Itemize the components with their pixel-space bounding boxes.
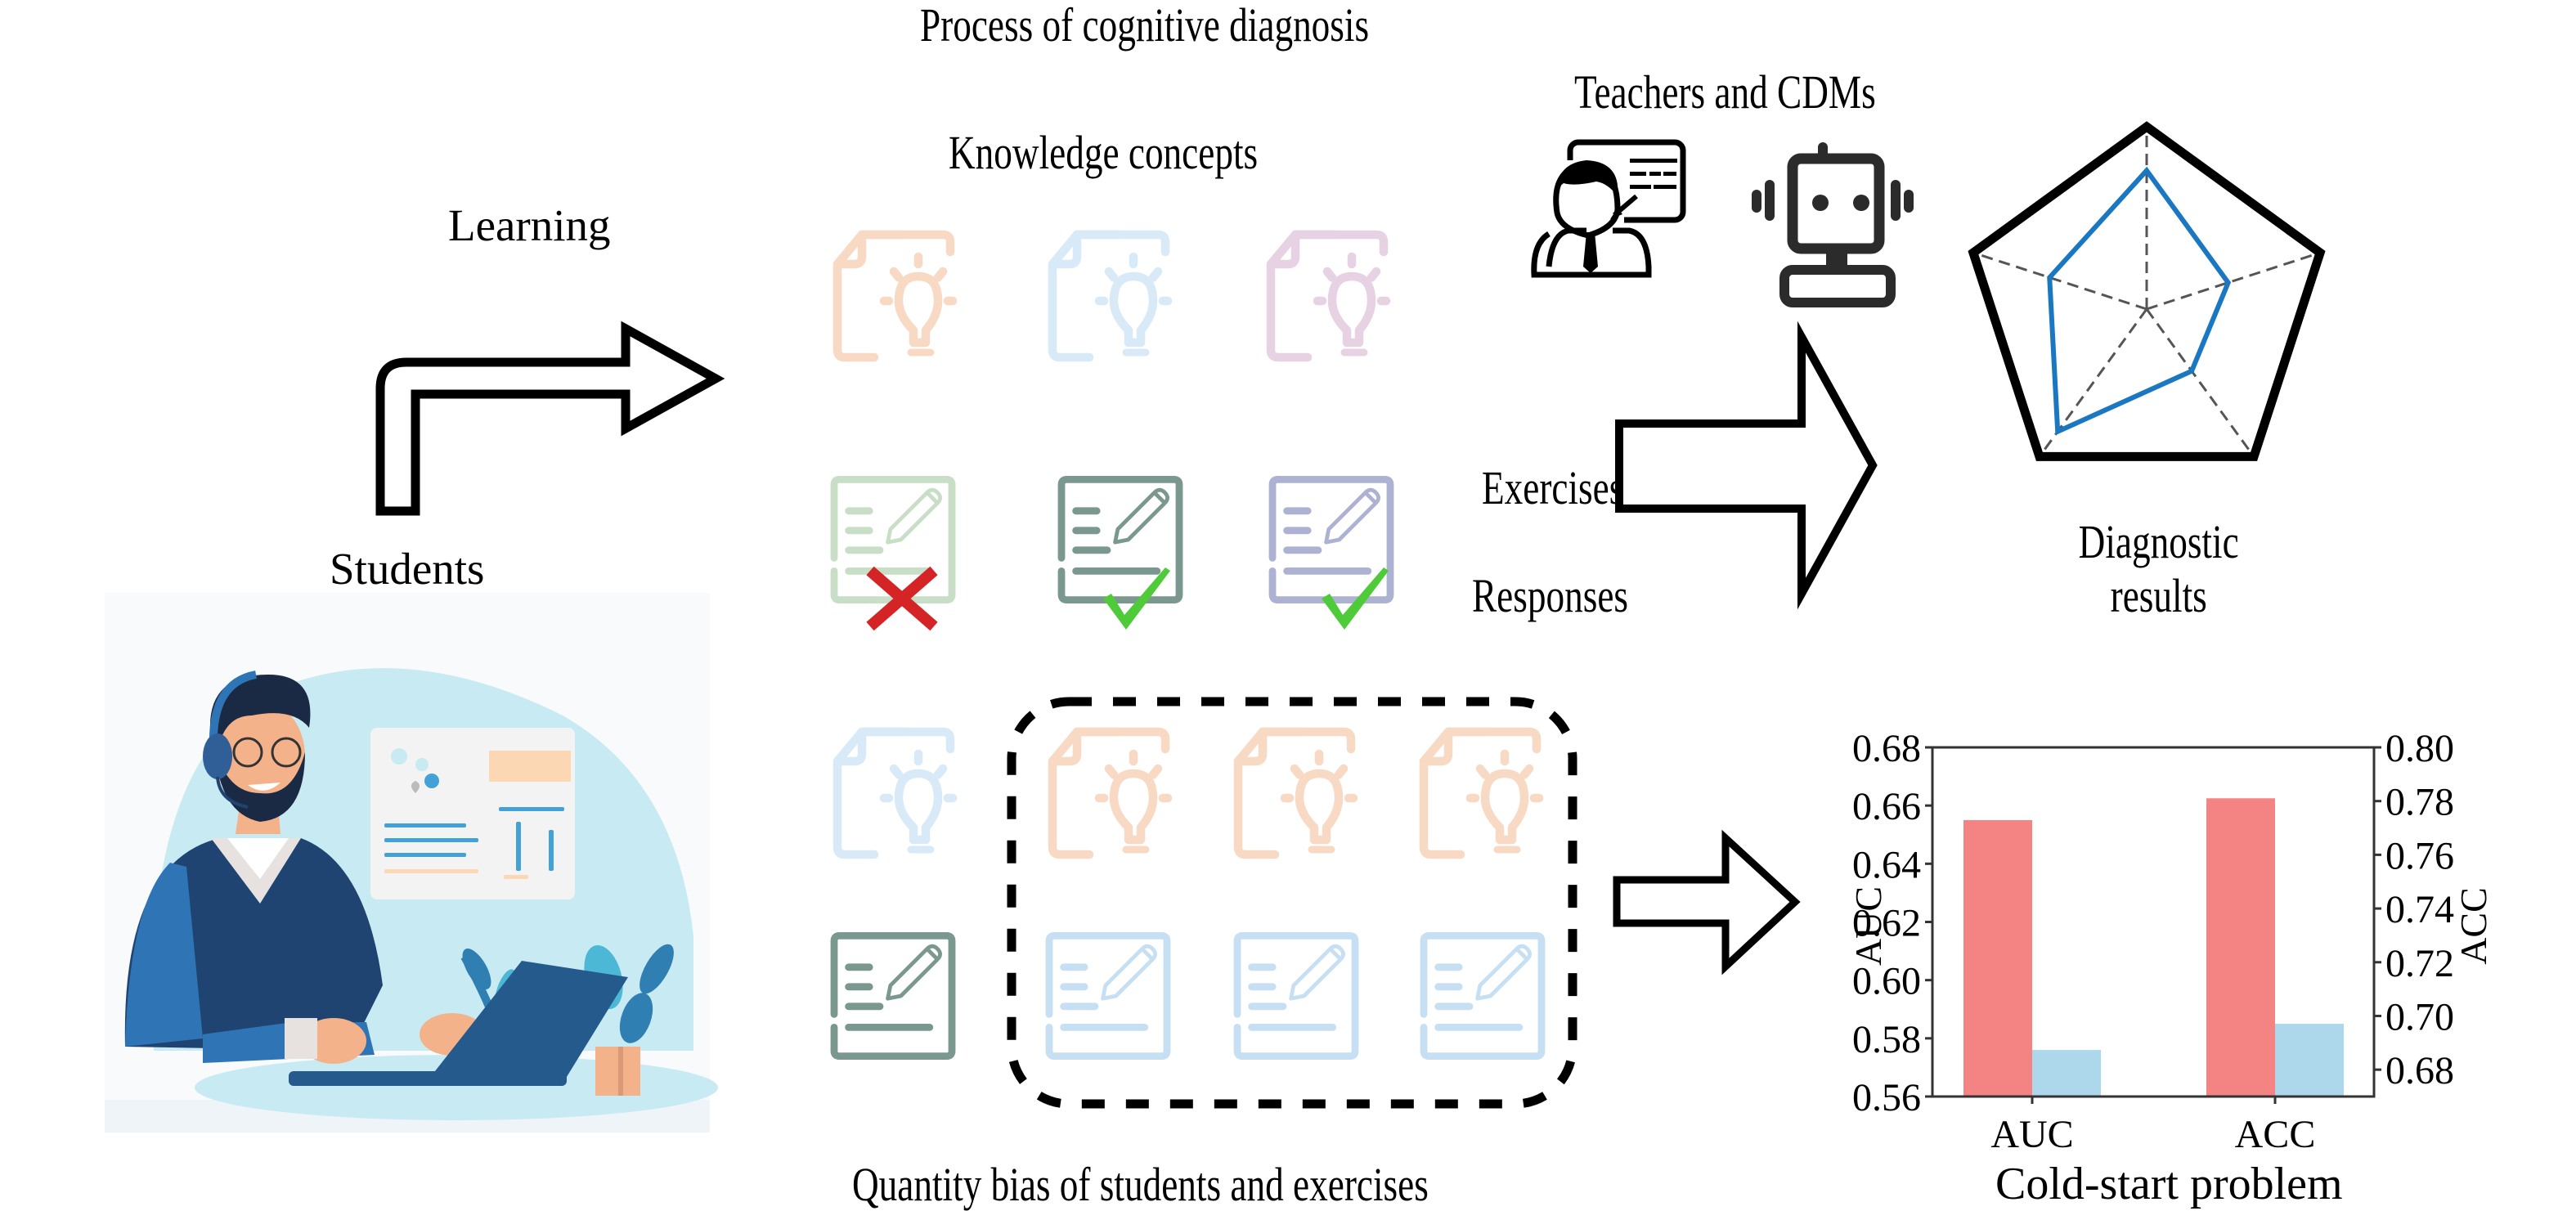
knowledge-concept-icon — [1048, 727, 1173, 859]
radar-series — [2047, 166, 2232, 436]
exercise-icon — [1057, 476, 1183, 603]
bar-series-blue-acc — [2275, 1024, 2344, 1097]
left-axis-tick-label: 0.58 — [1852, 1018, 1921, 1061]
radar-axis-line — [1972, 251, 2147, 311]
teachers-cdms-text: Teachers and CDMs — [1574, 65, 1876, 119]
left-axis-tick-label: 0.56 — [1852, 1076, 1921, 1119]
knowledge-concept-icon — [1048, 230, 1173, 362]
knowledge-concept-icon — [1419, 727, 1544, 859]
right-axis-tick-label: 0.80 — [2385, 727, 2454, 770]
student-with-laptop-illustration — [105, 593, 718, 1133]
exercise-icon — [830, 476, 956, 603]
wrong-cross-icon — [866, 566, 938, 631]
quantity-bias-label: Quantity bias of students and exercises — [852, 1161, 1591, 1209]
knowledge-concept-icon — [1233, 727, 1358, 859]
responses-text: Responses — [1472, 569, 1629, 622]
knowledge-concepts-label: Knowledge concepts — [949, 129, 1345, 177]
left-axis-tick-label: 0.60 — [1852, 960, 1921, 1003]
knowledge-concept-icon — [832, 727, 958, 859]
radar-axis-line — [2146, 251, 2321, 311]
cold-start-label: Cold-start problem — [1995, 1159, 2343, 1209]
left-axis-tick-label: 0.62 — [1852, 902, 1921, 945]
exercise-icon — [1268, 476, 1394, 603]
diagnostic-results-line2: results — [2110, 569, 2208, 622]
right-axis-tick-label: 0.78 — [2385, 781, 2454, 824]
x-axis-tick-label: ACC — [2235, 1113, 2316, 1156]
exercise-icon — [1420, 932, 1546, 1060]
diagram-title: Process of cognitive diagnosis — [920, 2, 1496, 49]
knowledge-concept-icon — [1266, 230, 1391, 362]
diagnostic-results-line1: Diagnostic — [2078, 515, 2239, 568]
y-axis-label-left: AUC — [1847, 886, 1889, 966]
right-axis-tick-label: 0.74 — [2385, 888, 2454, 931]
x-axis-tick-label: AUC — [1990, 1113, 2073, 1156]
quantity-bias-text: Quantity bias of students and exercises — [852, 1158, 1429, 1211]
correct-check-icon — [1322, 567, 1389, 630]
radar-outline — [1968, 121, 2326, 461]
bar-series-red-acc — [2206, 798, 2275, 1097]
knowledge-concept-icon — [832, 230, 958, 362]
right-axis-tick-label: 0.72 — [2385, 942, 2454, 985]
right-axis-tick-label: 0.68 — [2385, 1049, 2454, 1092]
exercise-icon — [1045, 932, 1171, 1060]
right-axis-tick-label: 0.76 — [2385, 834, 2454, 877]
exercise-icon — [830, 932, 956, 1060]
left-axis-tick-label: 0.66 — [1852, 785, 1921, 828]
bar-series-blue-auc — [2032, 1050, 2101, 1097]
left-axis-tick-label: 0.64 — [1852, 843, 1921, 886]
bar-series-red-auc — [1963, 819, 2032, 1097]
diagnostic-results-label: Diagnostic results — [2044, 515, 2273, 623]
knowledge-concepts-text: Knowledge concepts — [949, 126, 1259, 179]
responses-label: Responses — [1472, 572, 1672, 620]
correct-check-icon — [1103, 567, 1170, 630]
diagram-title-text: Process of cognitive diagnosis — [920, 0, 1370, 52]
robot-cdm-icon — [1752, 142, 1914, 307]
learning-label: Learning — [448, 200, 611, 250]
y-axis-label-right: ACC — [2453, 887, 2494, 965]
radar-axis-line — [2145, 308, 2255, 458]
right-axis-tick-label: 0.70 — [2385, 995, 2454, 1038]
left-axis-tick-label: 0.68 — [1852, 727, 1921, 770]
students-label: Students — [330, 544, 485, 594]
exercises-text: Exercises — [1482, 461, 1624, 514]
teachers-cdms-label: Teachers and CDMs — [1574, 69, 1961, 116]
exercises-label: Exercises — [1482, 464, 1663, 512]
exercise-icon — [1233, 932, 1359, 1060]
teacher-icon — [1531, 139, 1686, 278]
